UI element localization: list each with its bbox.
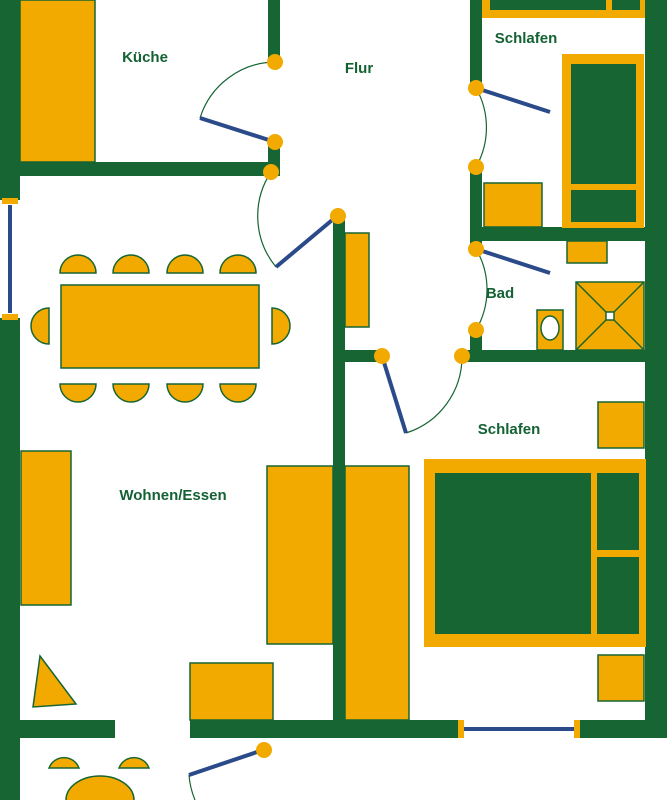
door-living xyxy=(257,164,346,269)
room-labels: Küche Flur Schlafen Bad Schlafen Wohnen/… xyxy=(119,30,557,504)
chair-entry-2 xyxy=(117,756,151,769)
label-living-dining: Wohnen/Essen xyxy=(119,487,226,504)
door-bedroom-large xyxy=(374,348,470,434)
bed-small-pillow xyxy=(571,190,636,222)
window-bottom-cap-left xyxy=(458,720,464,738)
chair-right xyxy=(271,307,291,345)
corner-chair xyxy=(32,654,78,708)
bed-large-mattress xyxy=(435,473,591,634)
chair-top-3 xyxy=(166,254,204,274)
wall-left-upper xyxy=(0,0,20,200)
doors xyxy=(188,54,551,800)
label-kitchen: Küche xyxy=(122,49,168,66)
door-bathroom xyxy=(468,241,551,338)
chair-entry-1 xyxy=(47,756,81,769)
chair-bottom-1 xyxy=(59,383,97,403)
label-hallway: Flur xyxy=(345,60,373,77)
bed-small-mattress xyxy=(571,64,636,184)
window-left-cap-bottom xyxy=(2,314,18,320)
wall-kitchen-right xyxy=(268,0,280,62)
wall-kitchen-bottom xyxy=(0,162,278,176)
wardrobe-top-inner-left xyxy=(490,0,606,10)
nightstand-large-top xyxy=(597,401,645,449)
door-entry xyxy=(188,742,272,800)
chair-top-1 xyxy=(59,254,97,274)
tv-cabinet xyxy=(189,662,274,721)
door-bedroom-small xyxy=(468,80,551,175)
bed-large-pillow-2 xyxy=(597,557,639,634)
wall-bottom-right xyxy=(578,720,667,738)
wall-bottom-mid xyxy=(190,720,462,738)
wall-hall-stub xyxy=(345,350,383,362)
hall-shelf xyxy=(344,232,370,328)
chair-top-2 xyxy=(112,254,150,274)
toilet-bowl xyxy=(540,315,560,341)
sofa xyxy=(266,465,334,645)
window-left-cap-top xyxy=(2,198,18,204)
bed-large-pillow-1 xyxy=(597,473,639,550)
wall-bed-top xyxy=(463,350,667,362)
dining-table xyxy=(60,284,260,369)
nightstand-large-bottom xyxy=(597,654,645,702)
furniture xyxy=(19,0,646,800)
chair-top-4 xyxy=(219,254,257,274)
door-kitchen xyxy=(199,54,283,150)
bath-sink xyxy=(566,240,608,264)
wall-right xyxy=(645,0,667,720)
label-bedroom-large: Schlafen xyxy=(478,421,541,438)
window-bottom-cap-right xyxy=(574,720,580,738)
wall-bottom-left xyxy=(0,720,115,738)
entry-table xyxy=(65,775,135,800)
chair-bottom-2 xyxy=(112,383,150,403)
chair-bottom-3 xyxy=(166,383,204,403)
chair-bottom-4 xyxy=(219,383,257,403)
wardrobe-hall xyxy=(344,465,410,721)
wall-bath-left xyxy=(470,0,482,88)
label-bathroom: Bad xyxy=(486,285,514,302)
windows xyxy=(2,198,580,738)
kitchen-counter xyxy=(19,0,96,163)
chair-left xyxy=(30,307,50,345)
wall-bath-left-low xyxy=(470,330,482,362)
wall-hall-left xyxy=(333,216,345,720)
label-bedroom-small: Schlafen xyxy=(495,30,558,47)
nightstand-small xyxy=(483,182,543,228)
wall-left-lower xyxy=(0,318,20,800)
wall-bath-top xyxy=(470,227,667,241)
sideboard-left xyxy=(20,450,72,606)
shower-drain xyxy=(605,311,615,321)
wardrobe-top-inner-right xyxy=(612,0,640,10)
